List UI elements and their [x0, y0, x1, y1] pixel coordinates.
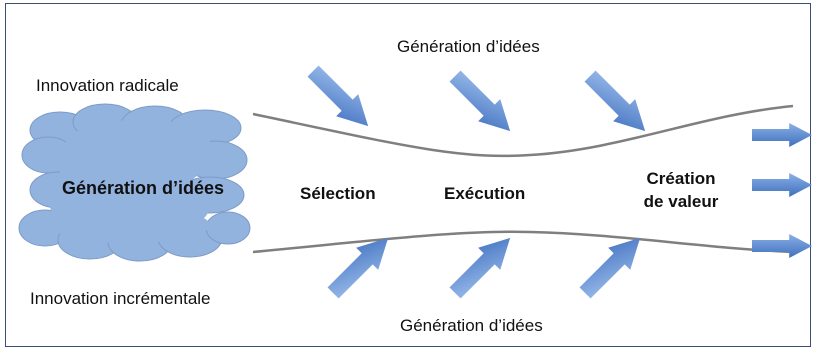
label-creation-line2: de valeur — [643, 192, 719, 211]
label-creation-line1: Création — [646, 169, 716, 188]
arrow-right-icon — [752, 173, 812, 197]
label-selection: Sélection — [300, 184, 376, 203]
label-generation-top: Génération d’idées — [397, 37, 540, 56]
funnel-top-line — [252, 104, 794, 158]
diagram-frame — [5, 3, 811, 347]
cloud-icon — [18, 103, 251, 262]
arrow-diagonal-icon — [573, 226, 652, 305]
arrow-right-icon — [752, 123, 812, 147]
arrow-diagonal-icon — [321, 226, 400, 305]
label-generation-bottom: Génération d’idées — [400, 316, 543, 335]
label-innovation-radicale: Innovation radicale — [36, 76, 179, 95]
label-innovation-incrementale: Innovation incrémentale — [30, 289, 211, 308]
funnel-bottom-line — [252, 230, 794, 254]
label-execution: Exécution — [444, 184, 526, 203]
arrow-diagonal-icon — [443, 64, 522, 143]
label-creation-valeur: Création de valeur — [636, 167, 726, 213]
arrow-diagonal-icon — [443, 226, 522, 305]
arrow-right-icon — [752, 234, 812, 258]
label-generation-cloud: Génération d’idées — [62, 178, 225, 198]
arrow-diagonal-icon — [578, 64, 657, 143]
